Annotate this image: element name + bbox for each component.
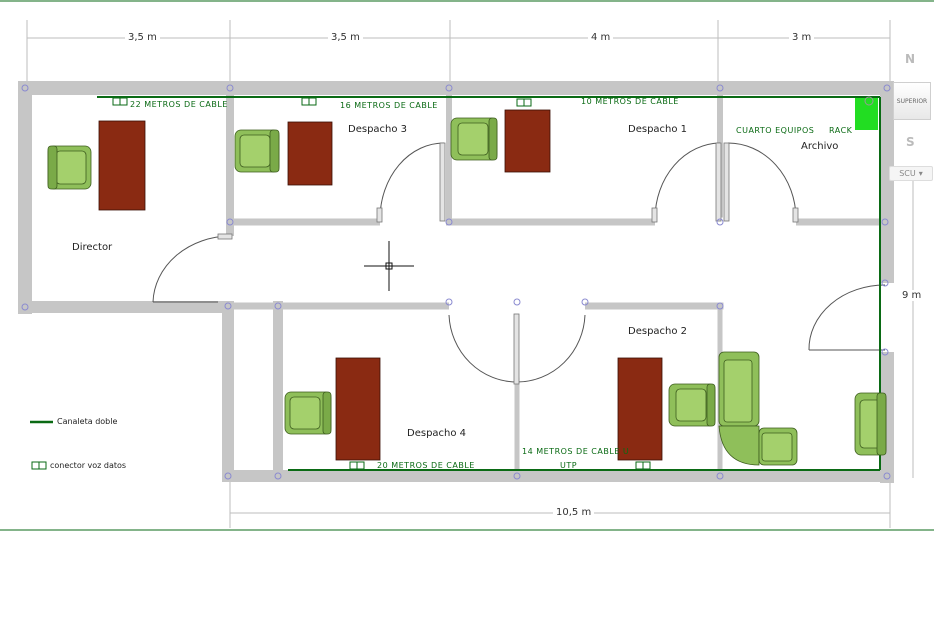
room-label-cuarto-equipos: CUARTO EQUIPOS — [736, 126, 815, 135]
compass-south: S — [906, 135, 915, 149]
cable-label-22m: 22 METROS DE CABLE — [130, 100, 228, 109]
dimension-top-4: 3 m — [789, 32, 815, 43]
cable-label-14m-utp: UTP — [560, 461, 578, 470]
door-swings — [152, 142, 886, 383]
chevron-down-icon: ▾ — [918, 169, 923, 178]
door-openings — [225, 217, 895, 352]
ucs-label: SCU — [899, 169, 916, 178]
legend-conector-label: conector voz datos — [50, 461, 127, 470]
cable-label-14m: 14 METROS DE CABLE U — [522, 447, 630, 456]
cable-label-10m: 10 METROS DE CABLE — [581, 97, 679, 106]
legend-canaleta-label: Canaleta doble — [57, 417, 118, 426]
cable-label-16m: 16 METROS DE CABLE — [340, 101, 438, 110]
dimension-top-3: 4 m — [588, 32, 614, 43]
crosshair-cursor-icon — [364, 241, 414, 291]
dimension-top-1: 3,5 m — [125, 32, 160, 43]
dimension-top-2: 3,5 m — [328, 32, 363, 43]
grip-points — [21, 84, 891, 480]
sofa — [718, 351, 798, 466]
room-label-archivo: Archivo — [801, 141, 839, 152]
desks — [98, 109, 663, 461]
room-label-despacho2: Despacho 2 — [628, 326, 688, 337]
dimension-right: 9 m — [899, 290, 925, 301]
rack-label: RACK — [829, 126, 853, 135]
room-label-despacho1: Despacho 1 — [628, 124, 688, 135]
ucs-menu[interactable]: SCU▾ — [889, 166, 933, 181]
compass-north: N — [905, 52, 916, 66]
walls — [18, 81, 894, 483]
rack-cabinet — [855, 98, 878, 130]
dimension-bottom: 10,5 m — [553, 507, 595, 518]
rack-marker — [864, 96, 874, 106]
cable-label-20m: 20 METROS DE CABLE — [377, 461, 475, 470]
voice-data-connectors — [31, 97, 651, 470]
room-label-despacho3: Despacho 3 — [348, 124, 408, 135]
viewcube-face-label: SUPERIOR — [896, 97, 928, 105]
door-leaves — [217, 142, 799, 385]
room-label-director: Director — [72, 242, 113, 253]
chairs — [47, 117, 887, 456]
viewcube[interactable]: SUPERIOR — [893, 82, 931, 120]
room-label-despacho4: Despacho 4 — [407, 428, 467, 439]
